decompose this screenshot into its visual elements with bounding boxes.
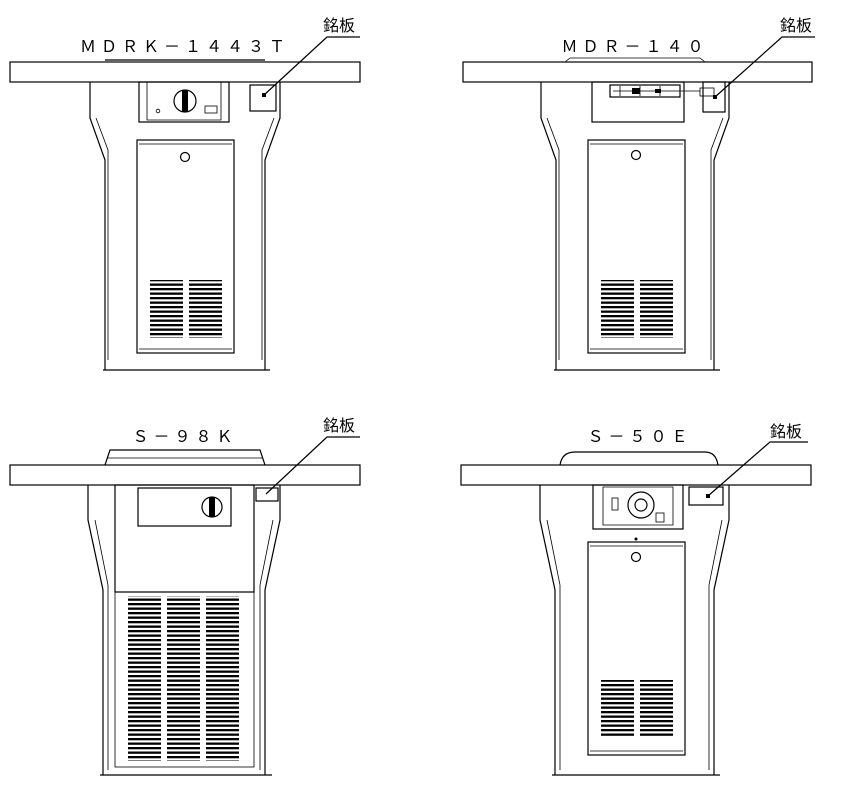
- model-title: ＭＤＲＫ－１４４３Ｔ: [80, 37, 290, 56]
- vent-louvers: [128, 596, 161, 761]
- diagram-mdr-140: ＭＤＲ－１４０ 銘板: [462, 16, 815, 371]
- vent-louvers: [601, 680, 634, 738]
- vent-louvers: [167, 596, 200, 761]
- vent-louvers: [189, 280, 222, 338]
- name-plate-label: 銘板: [323, 16, 355, 35]
- name-plate: [688, 486, 724, 506]
- cabinet-outline: [540, 82, 730, 370]
- control-box: [138, 81, 230, 123]
- table-top: [9, 61, 361, 83]
- vent-louvers: [150, 280, 183, 338]
- cabinet-outline: [539, 485, 730, 775]
- table-top: [460, 464, 812, 486]
- model-title: Ｓ－９８Ｋ: [132, 427, 237, 446]
- dial-knob: [627, 491, 655, 519]
- name-plate-label: 銘板: [780, 16, 812, 35]
- vent-louvers: [601, 280, 634, 338]
- control-box: [591, 81, 685, 123]
- model-title: Ｓ－５０Ｅ: [587, 427, 692, 446]
- vent-louvers: [640, 680, 673, 738]
- vent-louvers: [640, 280, 673, 338]
- diagram-mdrk-1443t: ＭＤＲＫ－１４４３Ｔ 銘板: [9, 16, 361, 371]
- name-plate: [249, 84, 277, 112]
- name-plate-label: 銘板: [323, 416, 355, 435]
- cabinet-outline: [89, 82, 281, 370]
- diagram-s-50e: Ｓ－５０Ｅ 銘板: [460, 422, 812, 776]
- front-panel: [136, 139, 235, 354]
- name-plate: [702, 81, 726, 113]
- name-plate: [255, 487, 279, 502]
- cabinet-outline: [87, 485, 281, 775]
- table-top: [462, 61, 813, 83]
- control-housing: [114, 484, 255, 593]
- vent-louvers: [206, 596, 239, 761]
- table-top: [9, 464, 361, 486]
- display-window: [137, 487, 232, 527]
- front-panel: [587, 541, 686, 756]
- model-title: ＭＤＲ－１４０: [561, 37, 708, 56]
- name-plate-label: 銘板: [770, 422, 802, 441]
- front-panel: [587, 139, 686, 354]
- diagram-s-98k: Ｓ－９８Ｋ 銘板: [9, 416, 361, 776]
- control-box: [592, 484, 684, 530]
